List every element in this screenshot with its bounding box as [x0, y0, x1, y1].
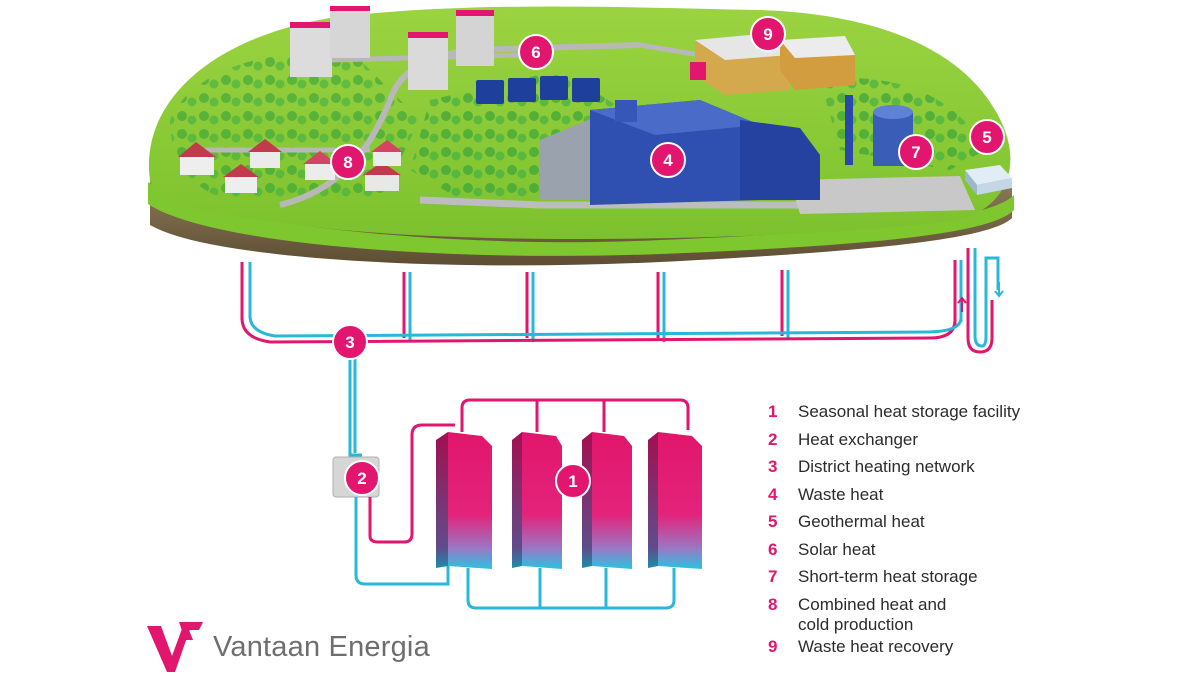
hot-manifold — [535, 400, 606, 432]
svg-text:7: 7 — [911, 143, 920, 162]
cold-pipe — [354, 497, 450, 586]
vantaan-energia-v-mark-icon — [147, 622, 203, 672]
cold-manifold — [538, 568, 608, 608]
legend-label: Geothermal heat — [798, 512, 925, 531]
svg-text:9: 9 — [763, 25, 772, 44]
seasonal-storage-blocks — [436, 432, 702, 569]
svg-text:5: 5 — [982, 128, 991, 147]
svg-text:2: 2 — [357, 469, 366, 488]
industrial-pad — [790, 176, 975, 214]
marker-7: 7 — [898, 134, 934, 170]
legend-item: 5 Geothermal heat — [768, 512, 1188, 532]
legend-label: Heat exchanger — [798, 429, 919, 449]
legend-number: 2 — [768, 429, 778, 449]
legend-number: 1 — [768, 402, 778, 421]
network-riser — [248, 260, 963, 342]
marker-9: 9 — [750, 16, 786, 52]
legend-label: District heating network — [798, 457, 975, 476]
marker-3: 3 — [332, 324, 368, 360]
residential-houses — [178, 139, 403, 193]
legend-item: 4 Waste heat — [768, 485, 1188, 505]
hot-manifold — [460, 398, 690, 432]
legend-number: 7 — [768, 567, 778, 586]
apartment-towers — [290, 6, 494, 90]
storage-block — [436, 432, 492, 569]
legend: 1 Seasonal heat storage facility 2 Heat … — [768, 402, 1188, 664]
legend-item: 2 Heat exchanger — [768, 430, 1188, 450]
legend-item: 6 Solar heat — [768, 540, 1188, 560]
svg-text:4: 4 — [663, 151, 673, 170]
district-heating-network — [240, 248, 1004, 457]
legend-item: 9 Waste heat recovery — [768, 637, 1188, 657]
storage-block — [582, 432, 632, 569]
network-edge-loop — [973, 248, 1000, 348]
marker-4: 4 — [650, 142, 686, 178]
marker-1: 1 — [555, 463, 591, 499]
network-riser — [240, 260, 957, 338]
flow-arrow — [994, 282, 1004, 298]
island — [148, 6, 1014, 266]
svg-text:3: 3 — [345, 333, 354, 352]
legend-number: 5 — [768, 512, 778, 531]
marker-5: 5 — [969, 119, 1005, 155]
storage-piping — [332, 398, 690, 610]
brand-name: Vantaan Energia — [213, 630, 430, 663]
cold-manifold — [466, 568, 676, 610]
legend-label: Combined heat and cold production — [798, 594, 947, 634]
legend-label: Seasonal heat storage facility — [798, 402, 1021, 421]
number-markers: 1 2 3 4 5 6 7 8 — [330, 16, 1005, 499]
legend-label: Solar heat — [798, 539, 876, 559]
legend-label: Waste heat — [798, 484, 884, 504]
legend-number: 9 — [768, 636, 778, 656]
legend-item: 8 Combined heat and cold production — [768, 595, 1188, 635]
network-edge-loop — [966, 248, 994, 354]
network-feed-line — [348, 342, 362, 457]
legend-number: 8 — [768, 594, 778, 614]
legend-number: 6 — [768, 539, 778, 559]
geothermal-unit — [965, 165, 1012, 195]
legend-item: 1 Seasonal heat storage facility — [768, 402, 1188, 422]
legend-item: 3 District heating network — [768, 457, 1188, 477]
hot-pipe — [368, 423, 455, 544]
svg-text:6: 6 — [531, 43, 540, 62]
legend-item: 7 Short-term heat storage — [768, 567, 1188, 587]
marker-2: 2 — [344, 460, 380, 496]
marker-6: 6 — [518, 34, 554, 70]
legend-number: 4 — [768, 484, 778, 504]
legend-label: Waste heat recovery — [798, 636, 954, 656]
svg-text:8: 8 — [343, 153, 352, 172]
solar-panels — [476, 76, 600, 104]
network-return-pipe — [248, 315, 963, 338]
marker-8: 8 — [330, 144, 366, 180]
svg-text:1: 1 — [568, 472, 577, 491]
flow-arrow — [957, 296, 967, 312]
legend-label: Short-term heat storage — [798, 567, 978, 586]
legend-number: 3 — [768, 457, 778, 476]
storage-block — [512, 432, 562, 569]
storage-block — [648, 432, 702, 569]
brand-logo: Vantaan Energia — [145, 618, 430, 676]
island-grass-edge — [148, 182, 1014, 256]
